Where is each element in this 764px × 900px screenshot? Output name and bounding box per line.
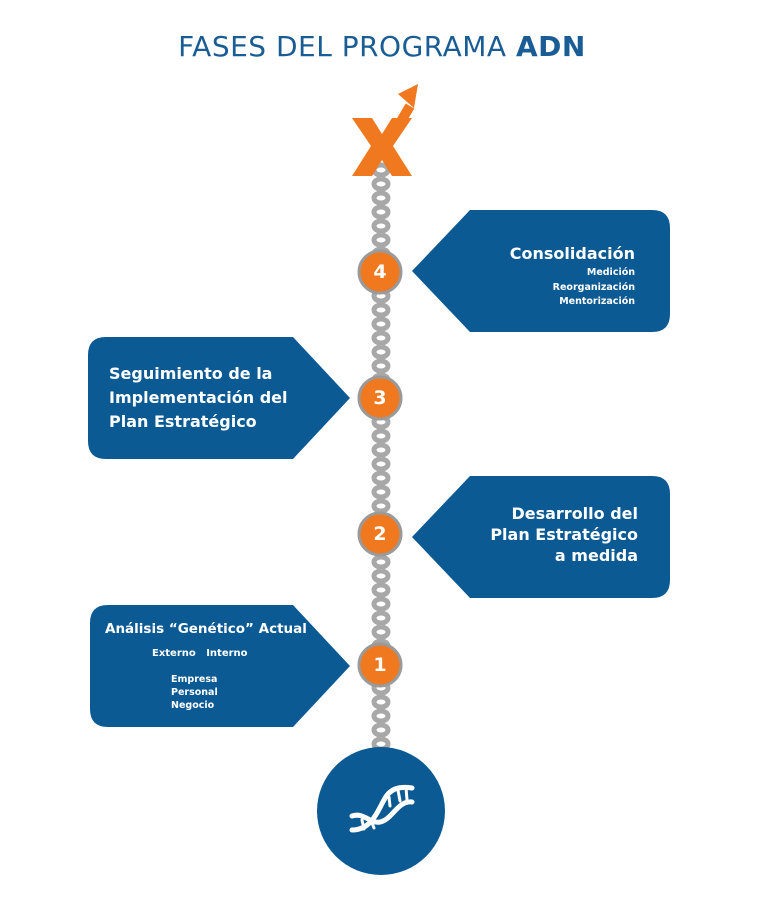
chain-link — [371, 456, 391, 472]
chain-link — [371, 190, 391, 206]
phase-3-number: 3 — [373, 387, 387, 409]
dna-icon — [349, 784, 415, 833]
chain-link — [371, 344, 391, 360]
phase-3-number-circle — [357, 375, 403, 421]
phase-4-panel — [412, 210, 670, 332]
chain-link — [371, 582, 391, 598]
phase-2-number-circle — [357, 511, 403, 557]
chain-link — [371, 624, 391, 640]
phase-3-panel — [88, 337, 350, 459]
chain-link — [371, 568, 391, 584]
chain-link — [371, 428, 391, 444]
phase-4-title: Consolidación — [509, 244, 635, 263]
phase-2-title: Desarrollo del Plan Estratégico a medida — [490, 504, 638, 565]
phase-3-title: Seguimiento de la Implementación del Pla… — [109, 364, 288, 431]
phase-1-number-circle — [357, 642, 403, 688]
chain-link — [371, 316, 391, 332]
arrow-x-icon — [352, 84, 418, 176]
chain-link — [371, 708, 391, 724]
chain-link — [371, 442, 391, 458]
chain-link — [371, 232, 391, 248]
chain-link — [371, 330, 391, 346]
title-emphasis: ADN — [516, 30, 586, 63]
phase-4-number: 4 — [373, 261, 387, 283]
chain-link — [371, 358, 391, 374]
phase-1-panel — [90, 605, 350, 727]
chain-link — [371, 204, 391, 220]
page-title: FASES DEL PROGRAMA ADN — [0, 30, 764, 63]
phase-4-number-circle — [357, 249, 403, 295]
phase-4-items: Medición Reorganización Mentorización — [552, 267, 635, 307]
chain-link — [371, 596, 391, 612]
chain-link — [371, 694, 391, 710]
chain-link — [371, 610, 391, 626]
dna-badge — [317, 747, 445, 875]
chain-link — [371, 302, 391, 318]
dna-chain — [371, 162, 391, 752]
chain-link — [371, 484, 391, 500]
chain-link — [371, 498, 391, 514]
phase-2-panel — [412, 476, 670, 598]
title-prefix: FASES DEL PROGRAMA — [178, 30, 507, 63]
chain-link — [371, 176, 391, 192]
phase-1-items: Empresa Personal Negocio — [171, 674, 218, 711]
phase-1-number: 1 — [373, 654, 387, 676]
chain-link — [371, 218, 391, 234]
phase-1-title: Análisis “Genético” Actual — [105, 621, 307, 637]
chain-link — [371, 722, 391, 738]
phase-1-columns: Externo Interno — [152, 648, 248, 659]
phase-2-number: 2 — [373, 523, 387, 545]
chain-link — [371, 554, 391, 570]
chain-link — [371, 470, 391, 486]
